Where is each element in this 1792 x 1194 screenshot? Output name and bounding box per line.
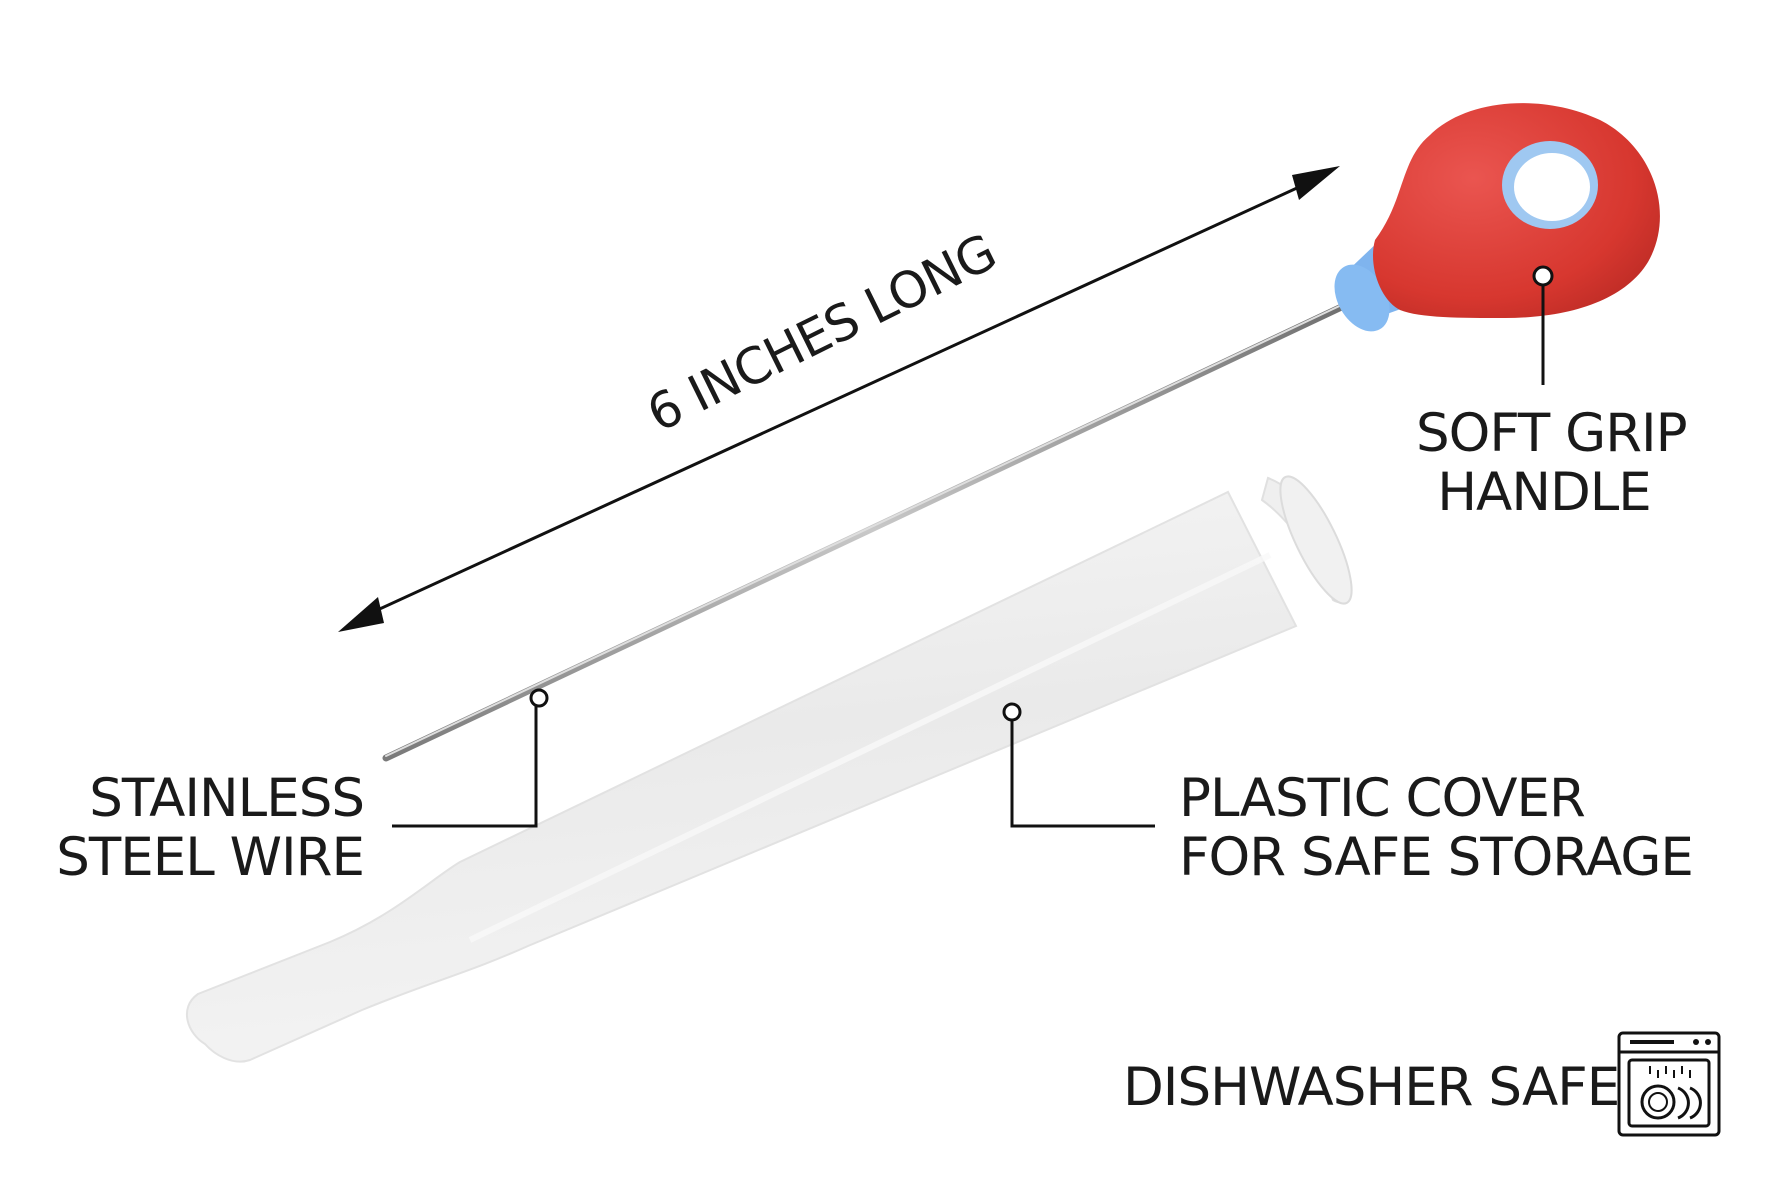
dishwasher-safe-label: DISHWASHER SAFE <box>1123 1057 1620 1118</box>
soft-grip-line-2: HANDLE <box>1437 462 1652 523</box>
soft-grip-line-1: SOFT GRIP <box>1416 403 1688 464</box>
plastic-cover-line-2: FOR SAFE STORAGE <box>1179 827 1694 888</box>
callout-plastic-cover <box>1002 702 1155 828</box>
soft-grip-handle <box>1334 103 1660 332</box>
plastic-cover <box>186 475 1353 1063</box>
stainless-wire-line-1: STAINLESS <box>89 768 365 829</box>
stainless-wire-label: STAINLESS STEEL WIRE <box>56 768 365 888</box>
dishwasher-icon <box>1617 1031 1721 1137</box>
soft-grip-label: SOFT GRIP HANDLE <box>1416 403 1688 523</box>
plastic-cover-label: PLASTIC COVER FOR SAFE STORAGE <box>1179 768 1694 888</box>
stainless-wire <box>382 299 1354 762</box>
double-arrow-icon <box>338 166 1340 632</box>
stainless-wire-line-2: STEEL WIRE <box>56 827 365 888</box>
plastic-cover-line-1: PLASTIC COVER <box>1179 768 1586 829</box>
callout-stainless-wire <box>392 688 549 828</box>
callout-soft-grip <box>1532 265 1554 385</box>
